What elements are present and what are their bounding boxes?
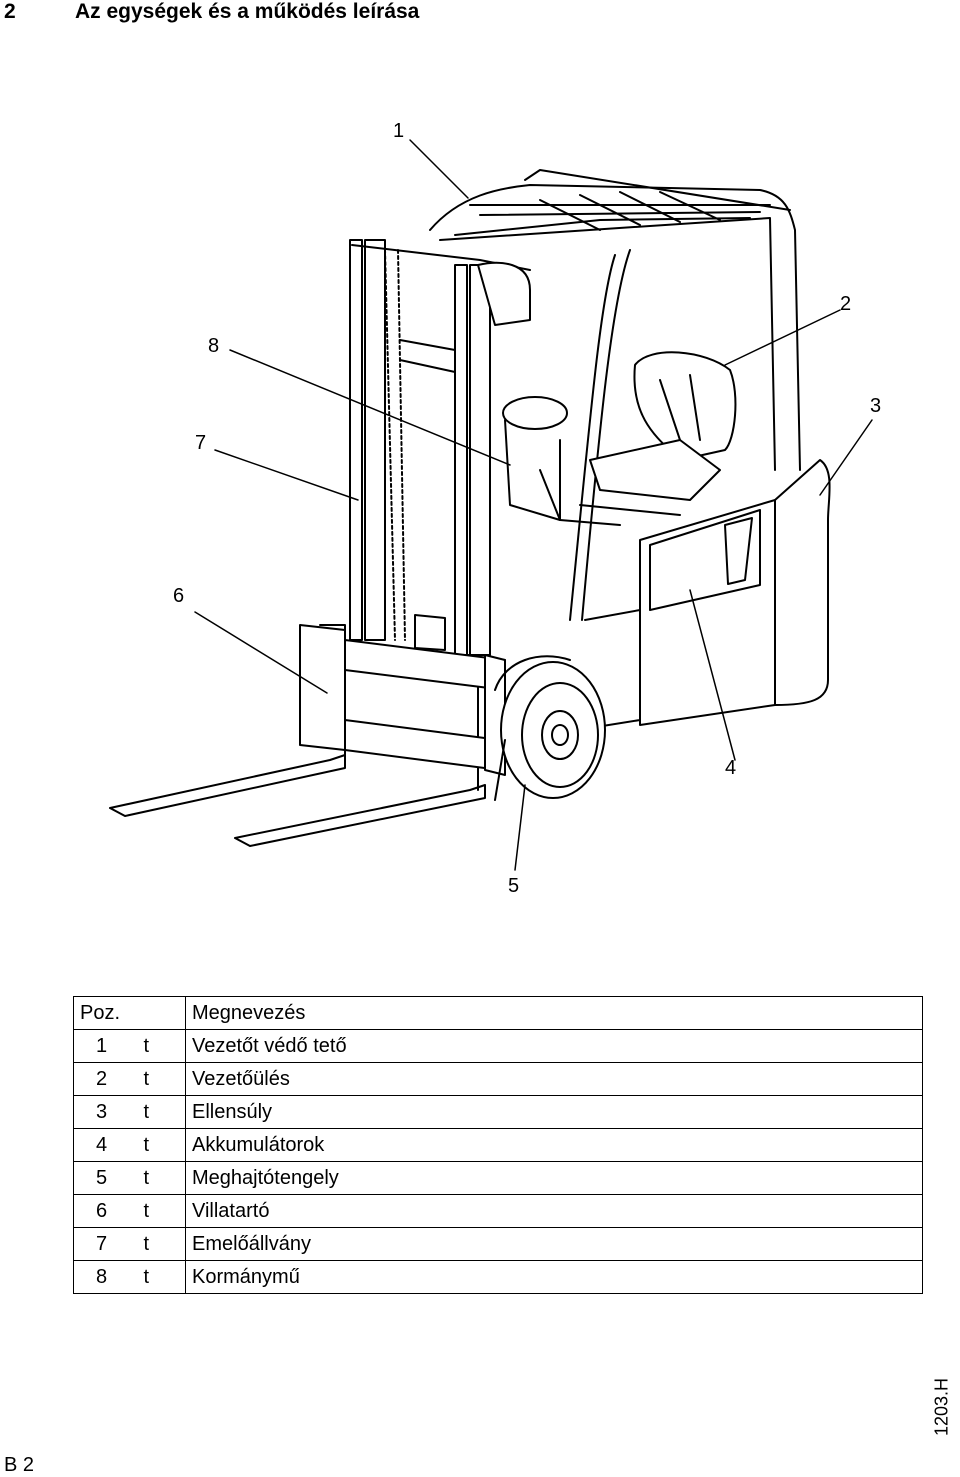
- row-pos: 8: [73, 1260, 124, 1294]
- drive-wheel: [494, 655, 606, 801]
- overhead-guard: [429, 169, 801, 621]
- table-row: 5 t Meghajtótengely: [73, 1161, 923, 1195]
- row-name: Vezetőt védő tető: [185, 1029, 923, 1063]
- row-pos: 7: [73, 1227, 124, 1261]
- callout-3: 3: [870, 395, 882, 417]
- mast: [349, 239, 531, 656]
- row-name: Kormánymű: [185, 1260, 923, 1294]
- row-pos: 4: [73, 1128, 124, 1162]
- document-code: 1203.H: [925, 1372, 959, 1442]
- row-mark: t: [123, 1194, 186, 1228]
- page-header: 2 Az egységek és a működés leírása: [0, 0, 960, 28]
- row-name: Ellensúly: [185, 1095, 923, 1129]
- callout-2: 2: [840, 293, 852, 315]
- callout-7: 7: [195, 432, 207, 454]
- row-pos: 6: [73, 1194, 124, 1228]
- table-row: 8 t Kormánymű: [73, 1260, 923, 1294]
- forklift-illustration: 1 2 3 4 5 6 7 8: [0, 100, 960, 910]
- table-row: 3 t Ellensúly: [73, 1095, 923, 1129]
- row-mark: t: [123, 1128, 186, 1162]
- table-row: 1 t Vezetőt védő tető: [73, 1029, 923, 1063]
- counterweight: [584, 459, 831, 729]
- callout-1: 1: [393, 120, 405, 142]
- document-code-text: 1203.H: [931, 1377, 952, 1437]
- seat-and-steering: [502, 351, 737, 526]
- table-row: 7 t Emelőállvány: [73, 1227, 923, 1261]
- table-row: 4 t Akkumulátorok: [73, 1128, 923, 1162]
- leader-lines: [194, 139, 873, 871]
- chapter-number: 2: [4, 0, 16, 23]
- row-pos: 3: [73, 1095, 124, 1129]
- row-pos: 5: [73, 1161, 124, 1195]
- fork-carriage: [299, 614, 506, 776]
- chapter-title: Az egységek és a működés leírása: [75, 0, 420, 23]
- legend-header-name: Megnevezés: [185, 996, 923, 1030]
- row-mark: t: [123, 1029, 186, 1063]
- row-pos: 1: [73, 1029, 124, 1063]
- row-name: Akkumulátorok: [185, 1128, 923, 1162]
- legend-header-row: Poz. Megnevezés: [73, 996, 923, 1030]
- legend-table: Poz. Megnevezés 1 t Vezetőt védő tető 2 …: [73, 996, 923, 1294]
- row-name: Vezetőülés: [185, 1062, 923, 1096]
- row-pos: 2: [73, 1062, 124, 1096]
- page-number: B 2: [4, 1454, 35, 1476]
- callout-5: 5: [508, 875, 520, 897]
- forklift-drawing: [109, 139, 873, 871]
- legend-header-pos: Poz.: [73, 996, 186, 1030]
- row-name: Emelőállvány: [185, 1227, 923, 1261]
- table-row: 6 t Villatartó: [73, 1194, 923, 1228]
- row-mark: t: [123, 1227, 186, 1261]
- callout-8: 8: [208, 335, 220, 357]
- row-mark: t: [123, 1260, 186, 1294]
- row-name: Meghajtótengely: [185, 1161, 923, 1195]
- callout-6: 6: [173, 585, 185, 607]
- row-mark: t: [123, 1062, 186, 1096]
- callout-4: 4: [725, 757, 737, 779]
- row-mark: t: [123, 1161, 186, 1195]
- row-mark: t: [123, 1095, 186, 1129]
- table-row: 2 t Vezetőülés: [73, 1062, 923, 1096]
- row-name: Villatartó: [185, 1194, 923, 1228]
